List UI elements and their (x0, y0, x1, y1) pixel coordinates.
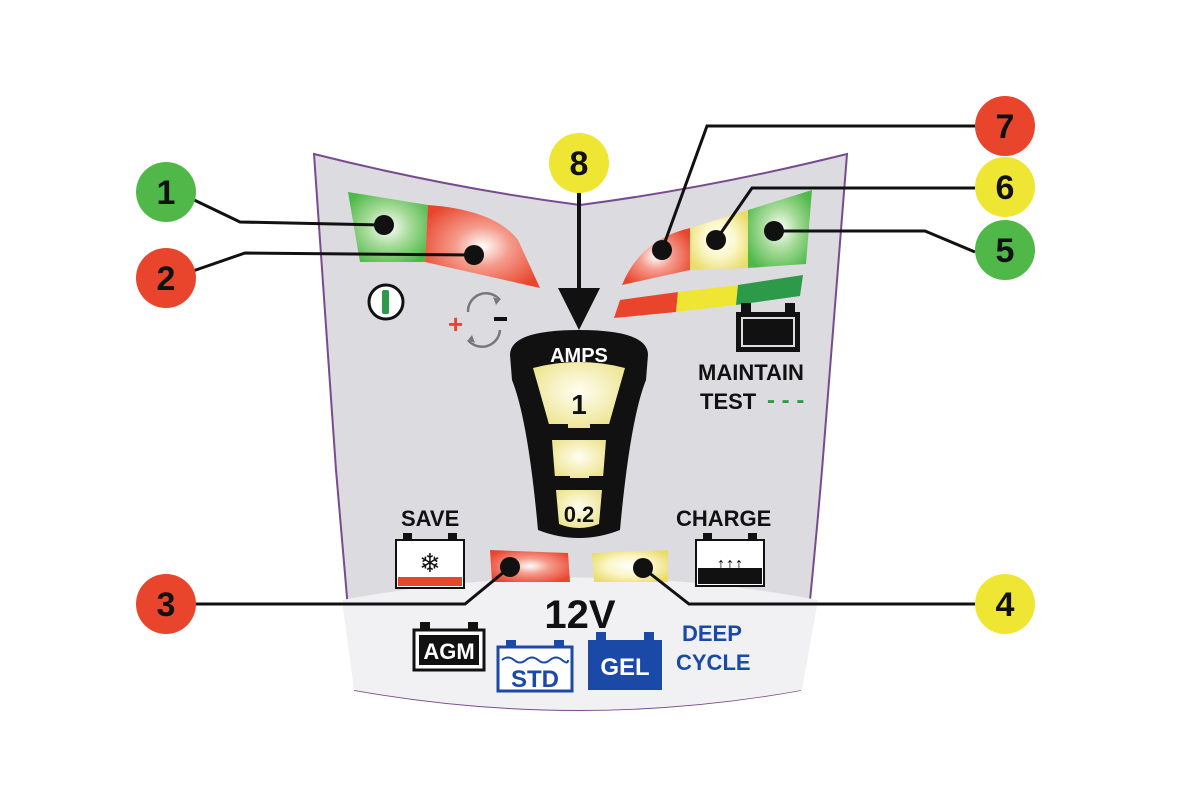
callout-5-line (774, 229, 976, 254)
callout-1: 1 (136, 162, 196, 222)
amps-label: AMPS (550, 345, 608, 367)
callout-2-line (189, 251, 475, 274)
status-color-bar (614, 275, 803, 318)
gel-label: GEL (600, 654, 649, 681)
maintain-label: MAINTAIN (698, 360, 804, 385)
callout-4: 4 (975, 574, 1035, 634)
save-label: SAVE (401, 506, 459, 531)
callout-8: 8 (549, 133, 609, 193)
polarity-reverse-icon: + (448, 292, 507, 348)
callout-8-arrowhead (558, 288, 600, 330)
callout-4-line (642, 566, 975, 606)
deep-label: DEEP (682, 621, 742, 646)
test-label: TEST (700, 389, 757, 414)
svg-text:1: 1 (157, 174, 176, 212)
gel-badge: GEL (588, 632, 662, 690)
svg-text:↑↑↑: ↑↑↑ (717, 554, 744, 574)
charge-label: CHARGE (676, 506, 771, 531)
svg-text:❄: ❄ (419, 548, 441, 578)
svg-text:2: 2 (157, 260, 176, 298)
voltage-label: 12V (544, 593, 615, 637)
svg-text:4: 4 (996, 586, 1015, 624)
svg-text:8: 8 (570, 145, 589, 183)
callout-3-line (192, 565, 511, 606)
callout-6-line (714, 186, 975, 241)
right-led-group (622, 190, 812, 285)
callout-1-line (189, 196, 385, 227)
svg-text:3: 3 (157, 586, 176, 624)
amps-low-value: 0.2 (564, 502, 595, 527)
power-icon (367, 283, 405, 321)
led-reverse-red (425, 205, 540, 288)
left-led-group (348, 192, 540, 288)
cycle-label: CYCLE (676, 650, 751, 675)
test-dashes: - - - (767, 387, 804, 414)
callout-6: 6 (975, 157, 1035, 217)
callout-7-line (660, 124, 975, 251)
agm-badge: AGM (412, 622, 486, 672)
svg-text:+: + (448, 309, 463, 339)
battery-icon (736, 303, 800, 352)
amps-high-value: 1 (571, 389, 587, 420)
callout-2: 2 (136, 248, 196, 308)
svg-text:6: 6 (996, 169, 1015, 207)
std-label: STD (511, 666, 559, 693)
callout-3: 3 (136, 574, 196, 634)
std-badge: STD (496, 640, 574, 693)
svg-text:5: 5 (996, 232, 1015, 270)
svg-text:7: 7 (996, 108, 1015, 146)
callout-5: 5 (975, 220, 1035, 280)
callout-lines (189, 124, 976, 606)
snowflake-battery-icon: ❄ (395, 533, 465, 589)
amps-meter: AMPS 1 0.2 (510, 330, 648, 538)
panel-bottom-band (342, 577, 818, 710)
agm-label: AGM (423, 639, 474, 664)
charge-battery-icon: ↑↑↑ (695, 533, 765, 587)
callout-7: 7 (975, 96, 1035, 156)
